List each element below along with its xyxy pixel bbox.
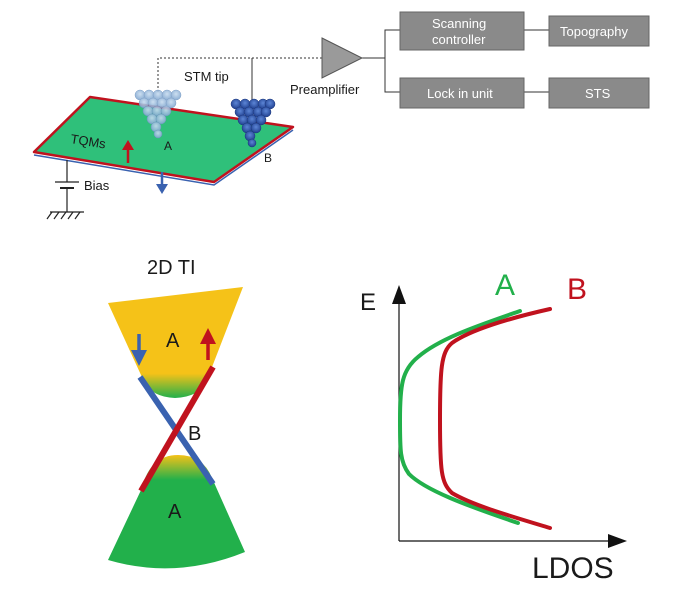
- lockin-label: Lock in unit: [427, 86, 493, 101]
- ldos-curve-b-label: B: [567, 273, 587, 306]
- scanning-controller-line2: controller: [432, 32, 486, 47]
- ldos-curve-a: [397, 309, 522, 525]
- preamplifier-label: Preamplifier: [290, 82, 360, 97]
- sts-label: STS: [585, 86, 611, 101]
- spin-up-arrow-icon: [122, 140, 134, 163]
- upper-cone-label: A: [166, 330, 180, 352]
- preamplifier-icon: [321, 37, 364, 79]
- edge-state-red-line: [138, 365, 216, 493]
- bias-label: Bias: [84, 178, 110, 193]
- topography-box: [548, 15, 650, 47]
- stm-tip-label: STM tip: [184, 69, 229, 84]
- stm-setup: Preamplifier Scanning controller Topogra…: [32, 11, 650, 220]
- sample-plate: [32, 95, 295, 184]
- ldos-schematic: E LDOS A B: [360, 269, 627, 585]
- sts-box: [548, 77, 650, 109]
- tip-a-wire: [157, 57, 322, 92]
- ldos-y-axis-label: E: [360, 289, 376, 316]
- band-title: 2D TI: [147, 257, 196, 279]
- scanning-controller-line1: Scanning: [432, 16, 486, 31]
- bias-battery-icon: [55, 160, 79, 212]
- tqms-label: TQMs: [70, 131, 108, 151]
- lower-cone-label: A: [168, 501, 182, 523]
- band-structure-diagram: 2D TI A B A: [108, 257, 245, 569]
- tip-a-label: A: [164, 139, 172, 153]
- ldos-curve-a-label: A: [495, 269, 515, 302]
- tip-b-label: B: [264, 151, 272, 165]
- lockin-box: [399, 77, 525, 109]
- spin-down-arrow-icon-band: [131, 334, 147, 366]
- ground-icon: [46, 211, 84, 220]
- ldos-x-axis-arrow-icon: [608, 534, 627, 548]
- scanning-controller-box: [399, 11, 525, 51]
- ldos-y-axis-arrow-icon: [392, 285, 406, 304]
- stm-tip-a-icon: [134, 89, 182, 139]
- ldos-curve-b: [437, 307, 552, 530]
- ldos-x-axis-label: LDOS: [532, 552, 614, 585]
- topography-label: Topography: [560, 24, 628, 39]
- stm-tip-b-icon: [230, 98, 276, 148]
- crossing-label: B: [188, 423, 201, 445]
- branch-wire: [384, 29, 400, 93]
- sample-plate-edge: [33, 129, 294, 186]
- spin-up-arrow-icon-band: [200, 328, 216, 360]
- spin-down-arrow-icon: [156, 172, 168, 194]
